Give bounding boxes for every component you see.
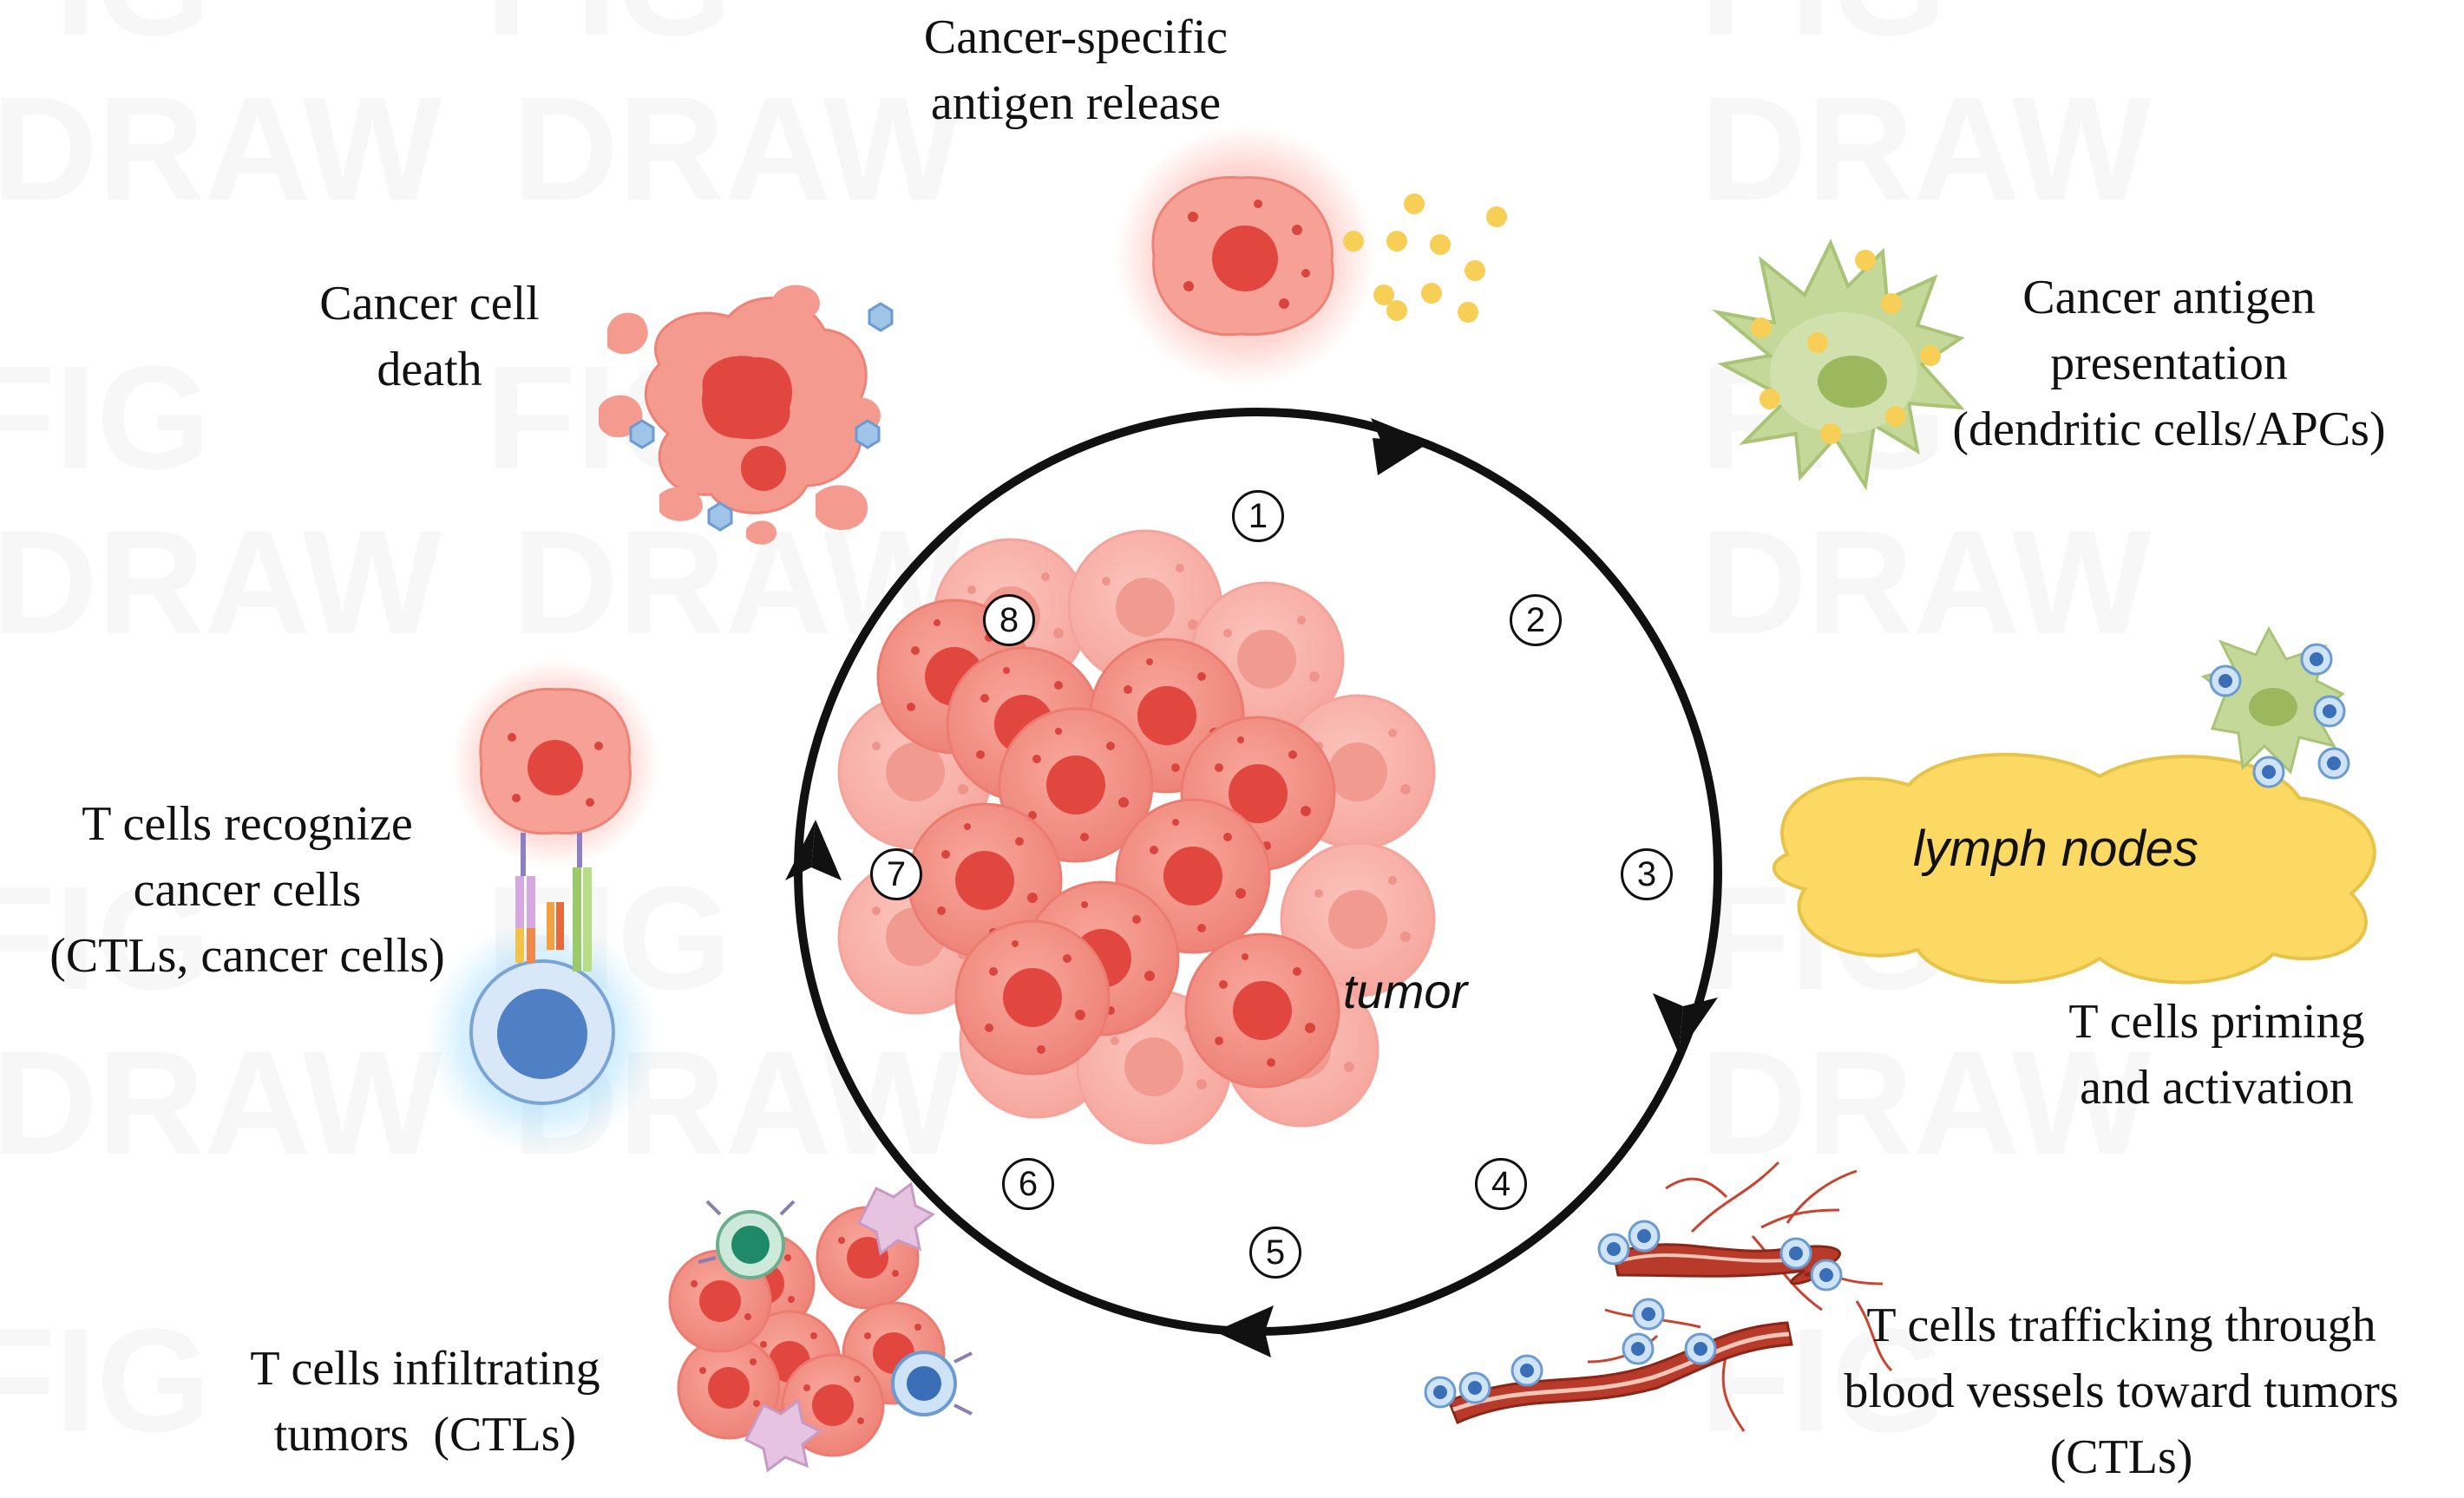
step-number-6: 6 [1002, 1158, 1054, 1210]
label-antigen-presentation-line2: presentation [2050, 337, 2288, 390]
svg-text:DRAW: DRAW [0, 1021, 442, 1186]
recognition-illustration [425, 659, 659, 1154]
step-number-3: 3 [1621, 848, 1673, 900]
label-cell-death: Cancer cell death [269, 271, 590, 402]
label-recognize-line2: cancer cells [133, 863, 362, 917]
label-trafficking-line3: (CTLs) [2049, 1430, 2193, 1484]
svg-text:DRAW: DRAW [1701, 1021, 2152, 1186]
svg-text:FIG: FIG [486, 0, 731, 67]
label-infiltrating: T cells infiltrating tumors (CTLs) [200, 1336, 651, 1468]
step-number-5: 5 [1249, 1227, 1301, 1279]
svg-text:FIG: FIG [0, 0, 211, 67]
label-trafficking-line1: T cells trafficking through [1866, 1298, 2376, 1352]
label-infiltrating-line1: T cells infiltrating [250, 1342, 600, 1396]
svg-text:DRAW: DRAW [0, 500, 442, 665]
antigen-release-illustration [1115, 126, 1507, 386]
step-number-7: 7 [870, 848, 922, 900]
watermark: FIG FIG FIG DRAW DRAW DRAW FIG FIG FIG DRAW DRA… [0, 0, 2152, 1463]
svg-text:FIG: FIG [1701, 0, 1946, 67]
label-antigen-presentation: Cancer antigen presentation (dendritic c… [1922, 265, 2416, 462]
infiltrating-tumor-illustration [668, 1181, 973, 1473]
step-number-8: 8 [983, 594, 1035, 646]
label-antigen-presentation-line1: Cancer antigen [2022, 271, 2316, 324]
label-recognize: T cells recognize cancer cells (CTLs, ca… [4, 791, 490, 989]
label-antigen-release-line2: antigen release [930, 76, 1222, 130]
svg-text:DRAW: DRAW [512, 67, 963, 232]
blood-vessels-illustration [1424, 1161, 1893, 1432]
infiltrating-tcell-green [698, 1200, 796, 1279]
cell-death-illustration [599, 285, 894, 545]
label-priming-activation-line2: and activation [2080, 1061, 2354, 1115]
label-priming-activation-line1: T cells priming [2068, 995, 2365, 1049]
label-recognize-line1: T cells recognize [82, 797, 413, 851]
label-infiltrating-line2: tumors (CTLs) [273, 1408, 577, 1462]
label-trafficking: T cells trafficking through blood vessel… [1796, 1292, 2447, 1490]
step-number-4: 4 [1475, 1158, 1527, 1210]
svg-text:FIG: FIG [0, 856, 211, 1021]
label-cell-death-line2: death [377, 343, 482, 396]
label-priming-activation: T cells priming and activation [2022, 989, 2412, 1121]
label-recognize-line3: (CTLs, cancer cells) [49, 929, 445, 983]
svg-text:FIG: FIG [0, 1298, 211, 1463]
label-trafficking-line2: blood vessels toward tumors [1844, 1364, 2399, 1418]
tumor-label: tumor [1343, 964, 1468, 1018]
svg-text:FIG: FIG [1701, 1298, 1946, 1463]
death-tcells [629, 302, 894, 532]
label-antigen-release-line1: Cancer-specific [923, 10, 1229, 64]
infiltrating-purple-cells [744, 1181, 935, 1473]
svg-text:FIG: FIG [0, 336, 211, 500]
dendritic-cell-illustration [1711, 239, 1965, 491]
lymph-node-illustration [1772, 625, 2376, 984]
tcr-receptors [515, 833, 592, 971]
svg-text:DRAW: DRAW [1701, 500, 2152, 665]
label-antigen-presentation-line3: (dendritic cells/APCs) [1952, 402, 2386, 456]
svg-text:DRAW: DRAW [0, 67, 442, 232]
infiltrating-tcell-blue [891, 1351, 973, 1416]
label-antigen-release: Cancer-specific antigen release [894, 4, 1258, 136]
lymph-nodes-label: lymph nodes [1913, 821, 2199, 877]
step-number-2: 2 [1510, 594, 1562, 646]
label-cell-death-line1: Cancer cell [319, 277, 540, 330]
svg-text:DRAW: DRAW [1701, 67, 2152, 232]
cycle-arrow [785, 408, 1722, 1357]
step-number-1: 1 [1232, 490, 1284, 542]
